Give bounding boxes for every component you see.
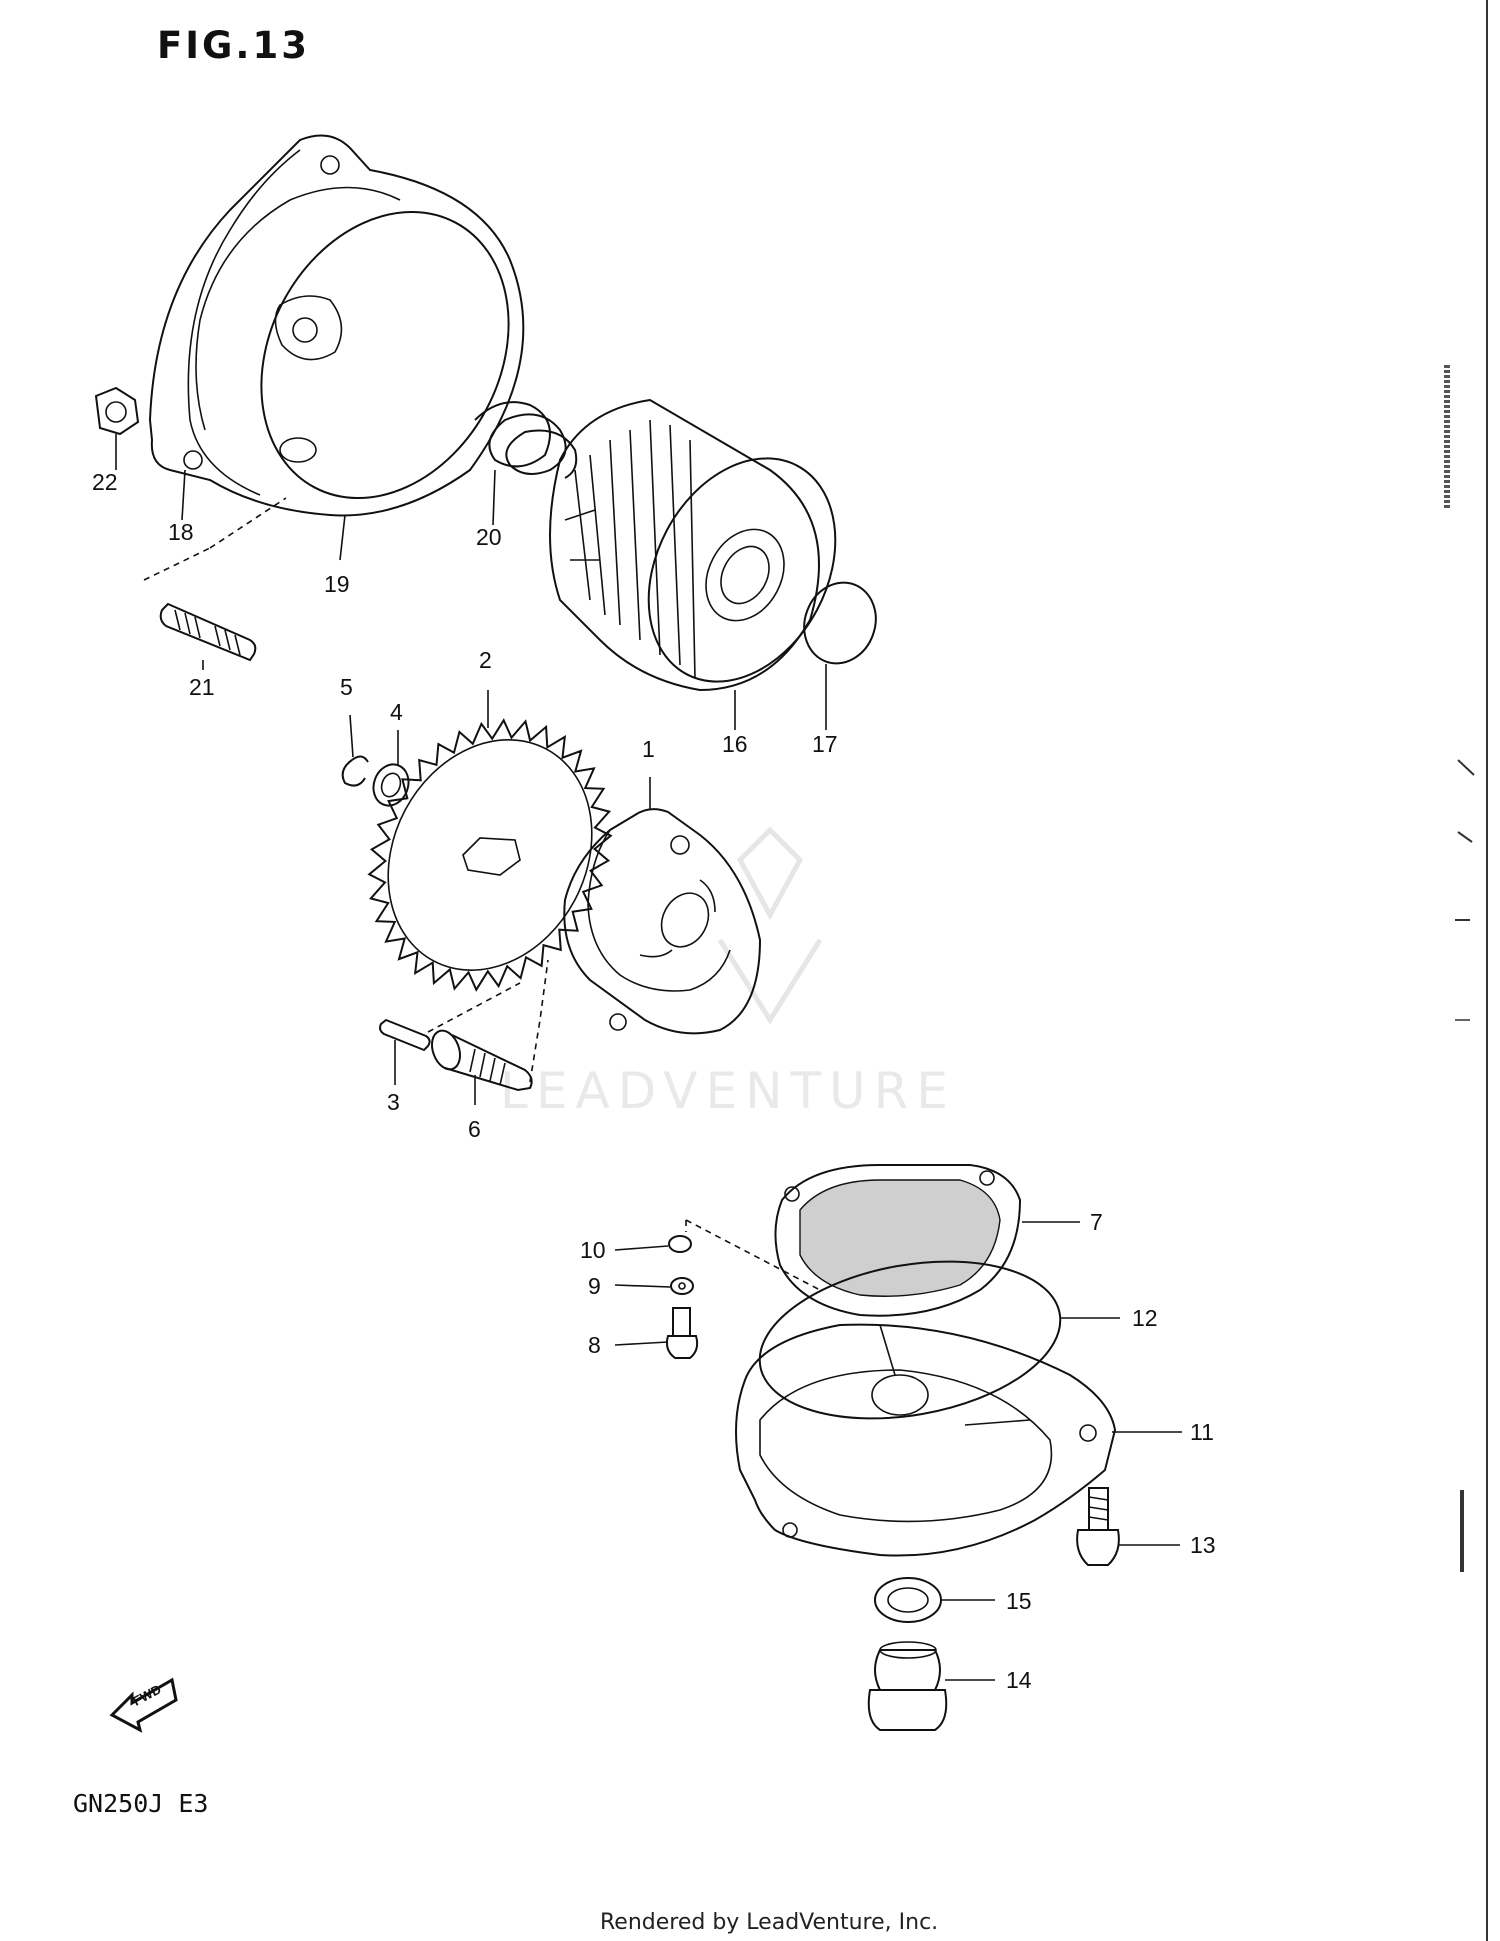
part-9-lock-washer (670, 1277, 694, 1295)
part-7-oil-strainer (774, 1164, 1022, 1317)
scan-edge-marks (1444, 0, 1488, 1941)
callout-10: 10 (580, 1237, 606, 1263)
part-15-gasket-washer (874, 1577, 942, 1623)
figure-title: FIG.13 (157, 24, 310, 67)
callout-11: 11 (1190, 1419, 1214, 1445)
callout-17: 17 (812, 731, 838, 757)
part-1-oil-pump (563, 808, 762, 1035)
leader-lines (115, 434, 1182, 1681)
callout-12: 12 (1132, 1305, 1158, 1331)
callout-4: 4 (390, 699, 403, 725)
callout-3: 3 (387, 1089, 400, 1115)
part-3-dowel-pin (379, 1018, 431, 1052)
part-18-housing-cover (148, 134, 525, 517)
part-20-spring (474, 401, 578, 479)
callout-18: 18 (168, 519, 194, 545)
callout-9: 9 (588, 1273, 601, 1299)
callout-5: 5 (340, 674, 353, 700)
part-22-nut (94, 386, 140, 436)
callout-labels: 1 2 3 4 5 6 7 8 9 10 11 12 13 14 15 16 1… (92, 469, 1216, 1693)
part-5-circlip (341, 755, 369, 787)
footer-credit: Rendered by LeadVenture, Inc. (600, 1910, 938, 1935)
model-code: GN250J E3 (73, 1789, 208, 1818)
callout-15: 15 (1006, 1588, 1032, 1614)
callout-2: 2 (479, 647, 492, 673)
part-21-stud (159, 602, 257, 662)
part-13-bolt (1076, 1487, 1120, 1566)
callout-16: 16 (722, 731, 748, 757)
callout-6: 6 (468, 1116, 481, 1142)
callout-13: 13 (1190, 1532, 1216, 1558)
part-11-strainer-cap (735, 1323, 1117, 1557)
callout-20: 20 (476, 524, 502, 550)
part-19-o-ring (260, 210, 510, 500)
callout-7: 7 (1090, 1209, 1103, 1235)
callout-22: 22 (92, 469, 118, 495)
watermark-text: LEADVENTURE (500, 1062, 956, 1120)
callout-14: 14 (1006, 1667, 1032, 1693)
part-16-oil-filter (549, 398, 837, 692)
part-6-bolt (430, 1029, 533, 1092)
part-4-washer (372, 763, 410, 807)
callout-19: 19 (324, 571, 350, 597)
part-17-o-ring (803, 581, 877, 665)
forward-direction-badge: FWD (109, 1677, 178, 1733)
part-10-washer (668, 1235, 692, 1253)
part-2-gear (367, 718, 613, 992)
part-12-gasket (758, 1260, 1062, 1420)
callout-1: 1 (642, 736, 655, 762)
part-8-screw (665, 1307, 699, 1359)
callout-21: 21 (189, 674, 215, 700)
part-14-drain-plug (867, 1641, 948, 1731)
watermark: LEADVENTURE (500, 826, 956, 1120)
callout-8: 8 (588, 1332, 601, 1358)
